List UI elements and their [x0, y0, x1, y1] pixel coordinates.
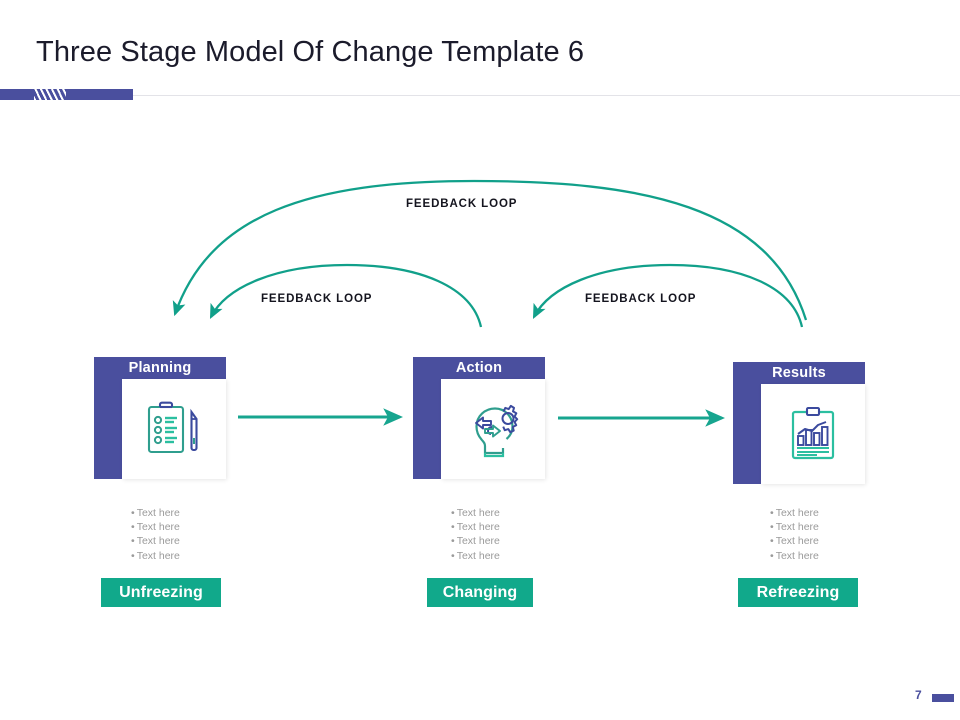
list-item: •Text here — [451, 521, 500, 534]
stage-card-panel — [122, 379, 226, 479]
bullet-marker: • — [451, 521, 455, 534]
list-item: •Text here — [770, 549, 819, 562]
bullet-marker: • — [131, 549, 135, 562]
list-item: •Text here — [770, 507, 819, 519]
feedback-loop-label-left: FEEDBACK LOOP — [261, 293, 373, 305]
stage-card-action[interactable]: Action — [413, 357, 545, 479]
list-item: •Text here — [131, 507, 180, 519]
list-item: •Text here — [451, 549, 500, 562]
phase-badge-refreezing[interactable]: Refreezing — [738, 578, 858, 607]
list-item: •Text here — [770, 535, 819, 548]
stage-title-action: Action — [455, 360, 503, 376]
bullet-marker: • — [770, 507, 774, 519]
bullet-marker: • — [770, 549, 774, 562]
stage-card-panel — [761, 384, 865, 484]
feedback-loop-label-top: FEEDBACK LOOP — [406, 198, 518, 210]
bullet-marker: • — [770, 535, 774, 548]
bullet-marker: • — [770, 521, 774, 534]
stage-bullets-results: •Text here •Text here •Text here •Text h… — [770, 506, 819, 563]
list-item: •Text here — [131, 535, 180, 548]
bullet-marker: • — [131, 521, 135, 534]
clipboard-bar-chart-icon — [761, 384, 865, 484]
bullet-marker: • — [451, 507, 455, 519]
stage-card-panel — [441, 379, 545, 479]
stage-card-results[interactable]: Results — [733, 362, 865, 484]
stage-bullets-action: •Text here •Text here •Text here •Text h… — [451, 506, 500, 563]
stage-title-results: Results — [772, 365, 826, 381]
list-item: •Text here — [451, 535, 500, 548]
title-accent-stripes — [34, 89, 66, 100]
page-title: Three Stage Model Of Change Template 6 — [36, 36, 585, 68]
list-item: •Text here — [770, 521, 819, 534]
stage-card-planning[interactable]: Planning — [94, 357, 226, 479]
footer-accent-bar — [932, 694, 954, 702]
list-item: •Text here — [451, 507, 500, 519]
title-accent-bar — [0, 89, 133, 100]
bullet-marker: • — [451, 549, 455, 562]
bullet-marker: • — [451, 535, 455, 548]
list-item: •Text here — [131, 549, 180, 562]
bullet-marker: • — [131, 507, 135, 519]
clipboard-checklist-pencil-icon — [122, 379, 226, 479]
bullet-marker: • — [131, 535, 135, 548]
list-item: •Text here — [131, 521, 180, 534]
feedback-loop-label-right: FEEDBACK LOOP — [585, 293, 697, 305]
phase-badge-changing[interactable]: Changing — [427, 578, 533, 607]
phase-badge-unfreezing[interactable]: Unfreezing — [101, 578, 221, 607]
page-number: 7 — [915, 688, 922, 702]
title-divider — [0, 95, 960, 96]
head-gear-arrows-icon — [441, 379, 545, 479]
stage-title-planning: Planning — [128, 360, 192, 376]
stage-bullets-planning: •Text here •Text here •Text here •Text h… — [131, 506, 180, 563]
